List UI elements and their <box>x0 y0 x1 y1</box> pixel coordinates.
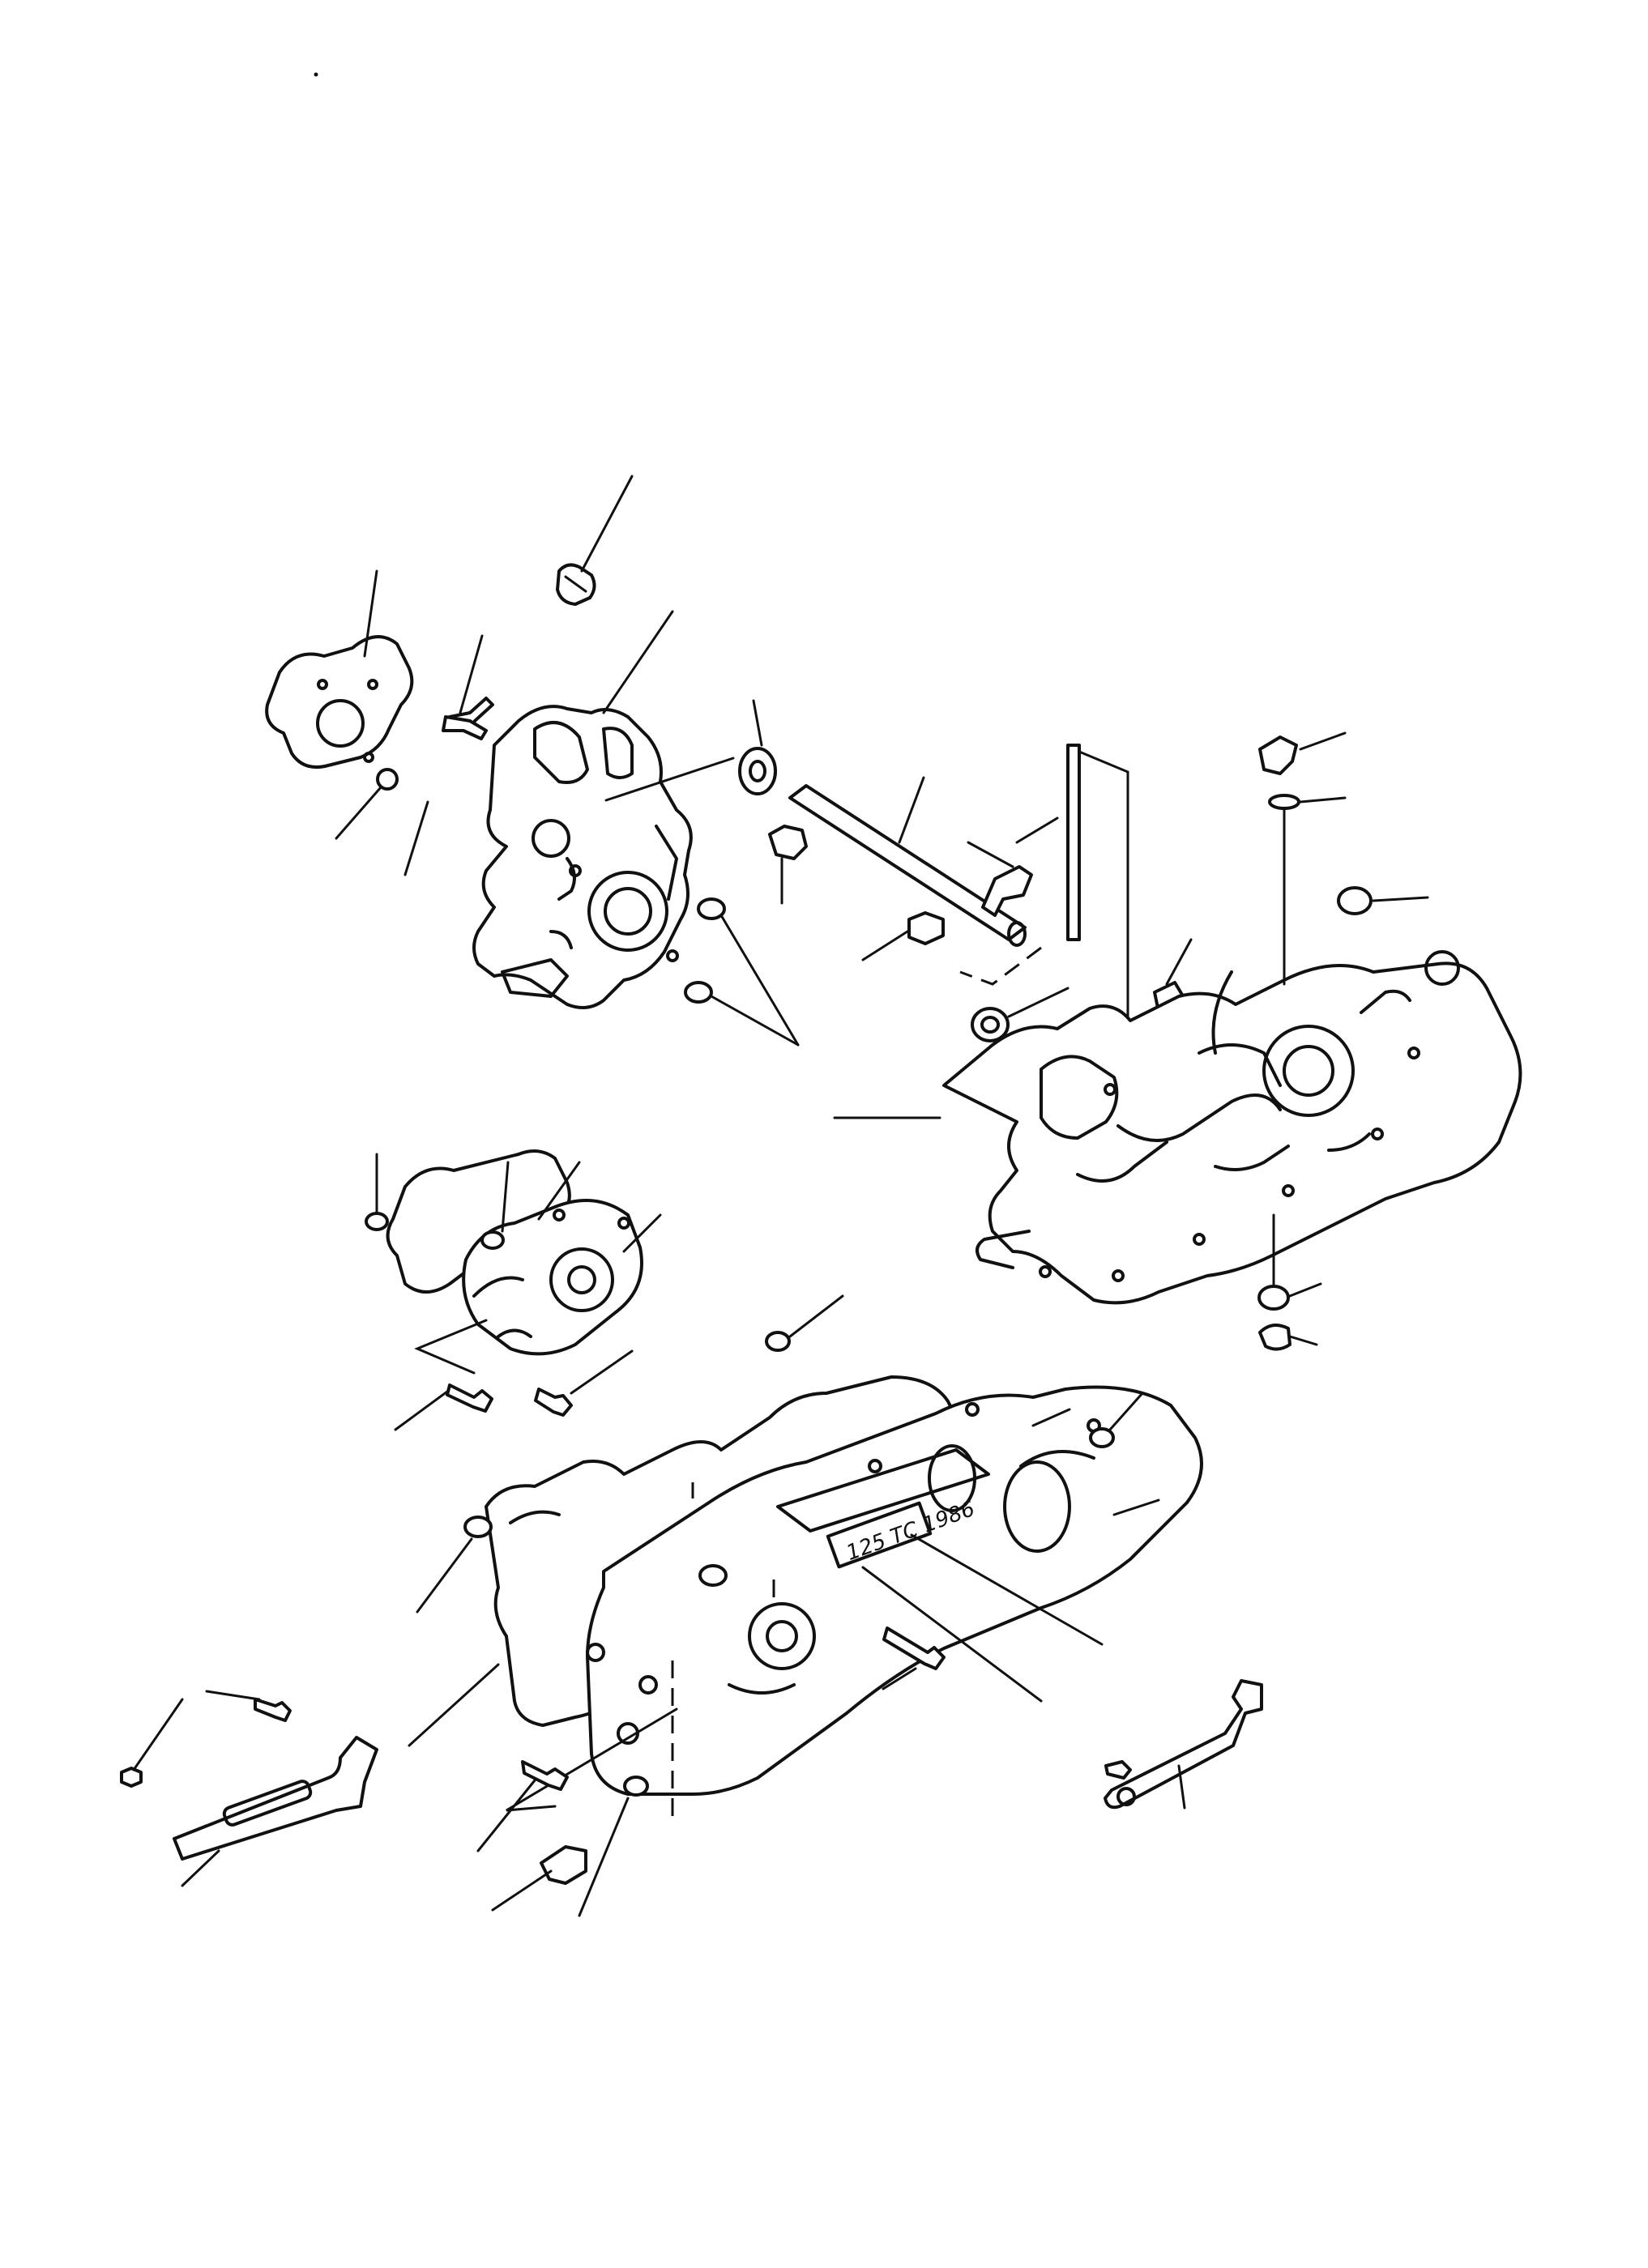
nut <box>907 911 945 945</box>
bolt <box>521 1760 569 1791</box>
leader-line <box>537 1161 581 1221</box>
leader-line <box>602 610 674 714</box>
leader-line <box>1177 1764 1186 1810</box>
leader-line <box>788 1294 844 1338</box>
leader-line <box>1015 816 1059 844</box>
leader-line <box>205 1690 261 1701</box>
alignment-line <box>506 1707 678 1812</box>
bearing <box>738 747 777 795</box>
leader-line <box>882 1667 917 1690</box>
registration-mark <box>314 72 318 77</box>
bolt <box>534 1388 573 1417</box>
bolt <box>882 1626 946 1670</box>
dowel-pin <box>463 1516 493 1538</box>
leader-line <box>710 995 800 1047</box>
leader-line <box>132 1698 184 1771</box>
leader-line <box>501 1161 510 1233</box>
leader-line <box>1288 1335 1318 1346</box>
leader-line <box>1031 1408 1071 1427</box>
shaft <box>788 784 1027 947</box>
alignment-line <box>414 1319 488 1375</box>
leader-line <box>363 569 378 658</box>
leader-line <box>1007 987 1069 1018</box>
bolt <box>254 1698 292 1722</box>
nut <box>768 825 808 860</box>
small-bracket <box>540 1845 587 1885</box>
leader-line <box>394 1390 449 1431</box>
bushing <box>1337 886 1373 915</box>
leader-line <box>1299 731 1347 751</box>
leader-line <box>491 1869 553 1912</box>
top-cap-bolt <box>556 563 596 606</box>
leader-line <box>476 1779 536 1852</box>
leader-line <box>181 1849 220 1887</box>
bolt <box>446 1383 493 1413</box>
leader-line <box>604 757 735 802</box>
alignment-line <box>959 946 1042 986</box>
leader-line <box>752 699 763 747</box>
oil-seal <box>971 1007 1010 1042</box>
heel-guard-plate <box>173 1736 378 1861</box>
leader-line <box>719 914 800 1047</box>
small-washer-bolt <box>376 768 399 791</box>
bolt <box>120 1767 143 1788</box>
leader-line <box>403 800 429 876</box>
bolt <box>765 1331 1115 1448</box>
right-crankcase-half <box>942 950 1522 1305</box>
leader-line <box>335 786 382 840</box>
leader-line <box>416 1537 473 1614</box>
leader-line <box>910 1533 1104 1646</box>
bracket <box>981 865 1033 917</box>
leader-line <box>1165 938 1193 986</box>
leader-line <box>1372 896 1429 902</box>
bolt <box>442 715 488 740</box>
left-gasket <box>265 635 414 770</box>
leader-line <box>580 475 634 573</box>
leader-line <box>570 1349 634 1395</box>
leader-line <box>898 776 925 844</box>
dipstick-rod <box>1066 744 1162 1049</box>
leader-line <box>1108 1392 1144 1431</box>
dowel-pin <box>684 897 726 1004</box>
leader-line <box>1299 796 1347 804</box>
dowel-pin <box>623 1776 649 1797</box>
kick-lever <box>1104 1679 1263 1810</box>
leader-line <box>459 634 484 714</box>
dowel-pin <box>365 1212 505 1250</box>
leader-line <box>1112 1498 1160 1516</box>
left-crankcase-half <box>472 705 693 1009</box>
leader-line <box>578 1797 630 1917</box>
leader-line <box>622 1213 662 1253</box>
leader-line <box>1288 1282 1322 1298</box>
drain-bolt-lower <box>1257 1285 1292 1351</box>
o-ring <box>1268 794 1300 810</box>
leader-line <box>408 1663 500 1747</box>
small-cover <box>462 1199 643 1356</box>
leader-line <box>861 930 909 961</box>
leader-line <box>967 841 1014 868</box>
leader-line <box>861 1566 1043 1703</box>
filler-plug <box>1258 735 1298 775</box>
